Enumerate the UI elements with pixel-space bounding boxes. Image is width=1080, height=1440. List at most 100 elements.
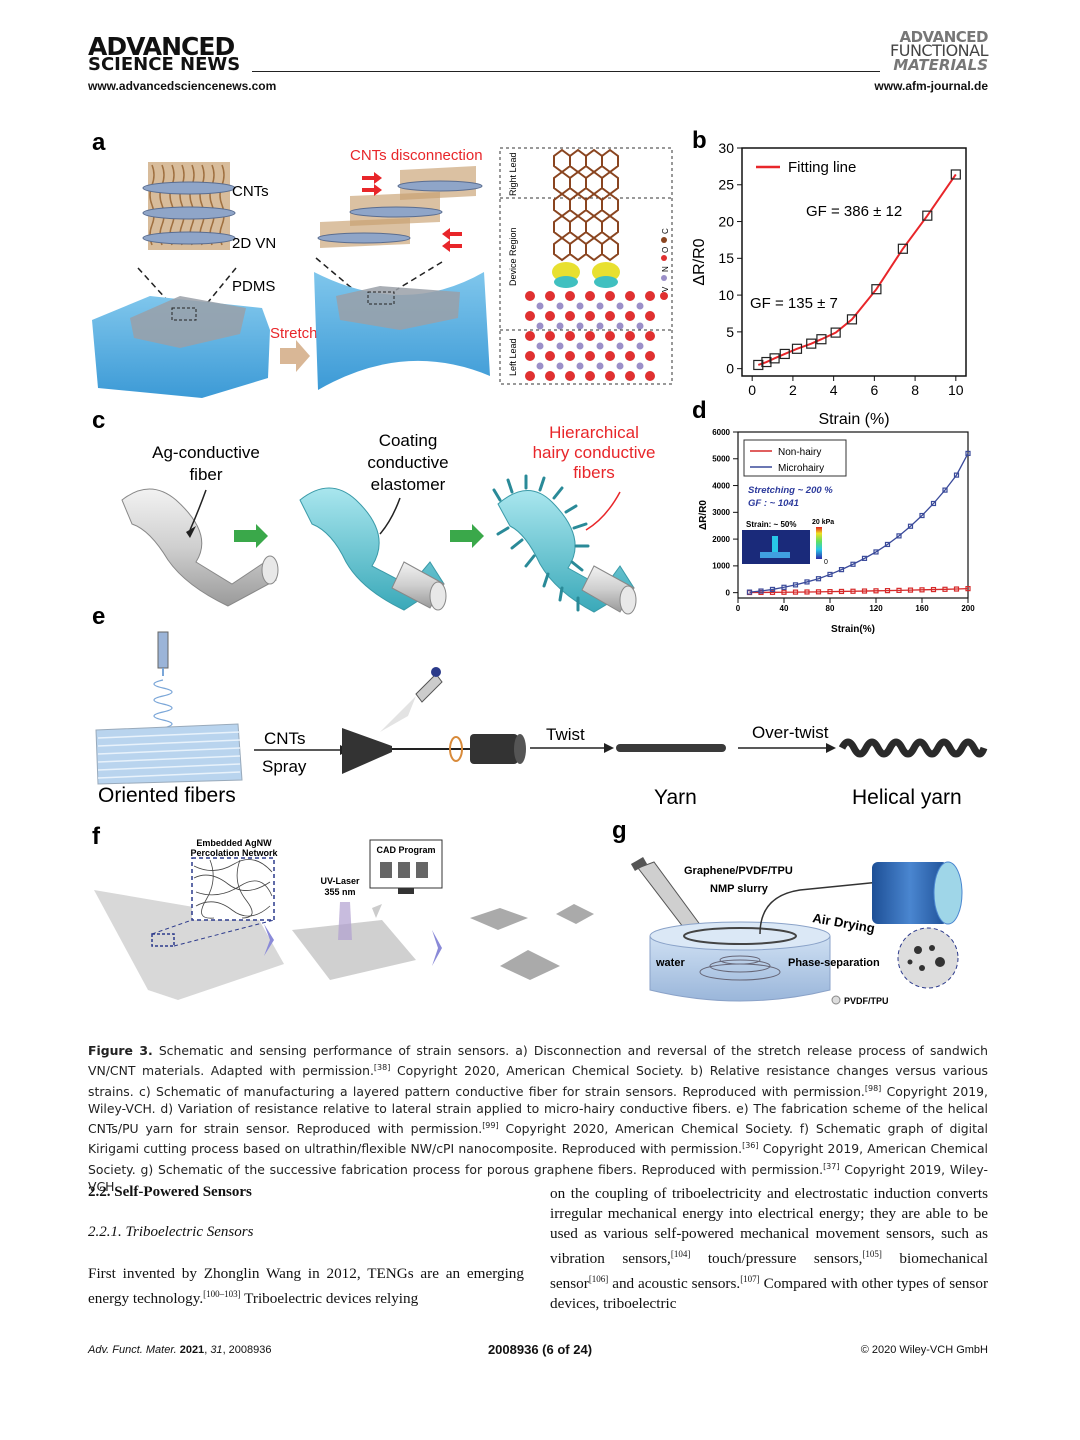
caption-ref-3[interactable]: [99] bbox=[482, 1121, 499, 1131]
x-tick-label: 4 bbox=[830, 382, 838, 398]
data-point bbox=[897, 243, 908, 254]
panel-label-d: d bbox=[692, 397, 707, 424]
y-tick-label: 20 bbox=[718, 213, 734, 229]
colorbar-max: 20 kPa bbox=[812, 519, 834, 526]
c-step2-line1: Coating bbox=[379, 431, 438, 450]
data-point bbox=[896, 587, 902, 593]
body-right-ref3[interactable]: [106] bbox=[588, 1274, 609, 1285]
legend-label: Non-hairy bbox=[778, 447, 821, 458]
body-right-4: and acoustic sensors. bbox=[608, 1275, 741, 1293]
journal-logo-line2: SCIENCE NEWS bbox=[88, 54, 241, 75]
c-step1-line1: Ag-conductive bbox=[152, 443, 260, 462]
publisher-url[interactable]: www.advancedsciencenews.com bbox=[88, 79, 277, 93]
data-point bbox=[942, 487, 948, 493]
chart-frame bbox=[741, 147, 967, 377]
data-point bbox=[758, 588, 764, 594]
data-point bbox=[792, 589, 799, 595]
data-point bbox=[830, 327, 841, 338]
body-right-ref4[interactable]: [107] bbox=[740, 1274, 760, 1285]
header-rule bbox=[252, 71, 880, 72]
data-point bbox=[806, 338, 817, 349]
afm-line1: ADVANCED bbox=[899, 28, 988, 46]
caption-text-5: Copyright 2019, American Chemical Societ… bbox=[88, 1141, 988, 1177]
data-point bbox=[838, 588, 845, 595]
pdms-substrate-right bbox=[314, 272, 490, 390]
atom-legend: V N O C bbox=[660, 228, 670, 300]
yarn-image bbox=[616, 744, 726, 752]
data-point bbox=[838, 567, 845, 573]
body-right-ref1[interactable]: [104] bbox=[670, 1249, 691, 1259]
data-point bbox=[769, 353, 780, 364]
caption-text-4: Copyright 2020, American Chemical Societ… bbox=[88, 1121, 988, 1157]
caption-label: Figure 3. bbox=[88, 1043, 153, 1058]
body-left-ref[interactable]: [100–103] bbox=[203, 1289, 241, 1299]
c-step1-line2: fiber bbox=[189, 465, 222, 484]
data-point bbox=[769, 589, 776, 595]
caption-ref-4[interactable]: [36] bbox=[742, 1141, 759, 1151]
c-step2-line3: elastomer bbox=[371, 475, 446, 494]
section-heading: 2.2. Self-Powered Sensors bbox=[88, 1184, 252, 1200]
subsection-heading: 2.2.1. Triboelectric Sensors bbox=[88, 1224, 254, 1240]
f-label-uv-1: UV-Laser bbox=[320, 876, 360, 886]
e-label-over-twist: Over-twist bbox=[752, 723, 829, 742]
helical-yarn-image bbox=[838, 738, 988, 758]
caption-ref-1[interactable]: [38] bbox=[373, 1063, 391, 1073]
g-label-graphene: Graphene/PVDF/TPU bbox=[684, 865, 793, 877]
y-tick-label: 1000 bbox=[712, 562, 730, 571]
caption-text-3: Copyright 2019, Wiley-VCH. d) Variation … bbox=[88, 1083, 988, 1137]
x-axis-label: Strain (%) bbox=[818, 411, 889, 428]
spray-gun bbox=[380, 667, 443, 732]
data-point bbox=[861, 588, 868, 594]
y-tick-label: 25 bbox=[718, 177, 734, 193]
annotation-stretching: Stretching ~ 200 % bbox=[748, 485, 833, 496]
y-tick-label: 3000 bbox=[712, 508, 730, 517]
footer-copyright: © 2020 Wiley-VCH GmbH bbox=[860, 1344, 988, 1356]
inset-bump bbox=[772, 536, 778, 556]
inset-base bbox=[760, 552, 790, 558]
y-tick-label: 0 bbox=[726, 361, 734, 377]
x-tick-label: 6 bbox=[870, 382, 878, 398]
y-tick-label: 0 bbox=[726, 588, 731, 597]
journal-url[interactable]: www.afm-journal.de bbox=[874, 79, 988, 93]
y-tick-label: 10 bbox=[718, 287, 734, 303]
label-pdms: PDMS bbox=[232, 278, 275, 295]
data-point bbox=[846, 314, 858, 325]
panel-label-g: g bbox=[612, 817, 627, 844]
label-cnts: CNTs bbox=[232, 183, 269, 200]
e-label-yarn: Yarn bbox=[654, 786, 697, 809]
chart-frame bbox=[737, 431, 969, 599]
data-point bbox=[779, 348, 790, 360]
label-device-region: Device Region bbox=[508, 227, 518, 286]
data-point bbox=[769, 586, 776, 593]
c-step3-line2: hairy conductive bbox=[533, 443, 656, 462]
body-right-ref2[interactable]: [105] bbox=[862, 1249, 882, 1259]
caption-ref-2[interactable]: [98] bbox=[864, 1083, 882, 1093]
g-label-pvdf-tpu: PVDF/TPU bbox=[844, 996, 889, 1006]
ag-fiber bbox=[121, 488, 279, 607]
series-line-1 bbox=[757, 173, 957, 366]
c-arrow-2 bbox=[450, 524, 484, 548]
data-point bbox=[804, 579, 810, 585]
x-tick-label: 160 bbox=[915, 604, 929, 613]
citation-volume: 31 bbox=[210, 1344, 223, 1356]
caption-text-1: Schematic and sensing performance of str… bbox=[88, 1043, 988, 1079]
figure-caption: Figure 3. Schematic and sensing performa… bbox=[88, 1042, 988, 1195]
x-tick-label: 80 bbox=[826, 604, 835, 613]
x-tick-label: 40 bbox=[780, 604, 789, 613]
journal-logo-line1: ADVANCED bbox=[88, 32, 235, 61]
wet-spinning-setup bbox=[630, 857, 963, 1005]
citation-id: , 2008936 bbox=[222, 1344, 272, 1356]
c-step3-line3: fibers bbox=[573, 463, 615, 482]
data-point bbox=[884, 588, 891, 594]
y-tick-label: 4000 bbox=[712, 481, 730, 490]
x-tick-label: 0 bbox=[748, 382, 756, 398]
data-point bbox=[873, 549, 879, 555]
caption-ref-5[interactable]: [37] bbox=[823, 1161, 840, 1171]
data-point bbox=[815, 589, 822, 595]
annotation-gf-386: GF = 386 ± 12 bbox=[806, 203, 902, 220]
y-axis-label: ΔR/R0 bbox=[698, 500, 709, 530]
kirigami-process bbox=[94, 839, 594, 1000]
label-right-lead: Right Lead bbox=[508, 152, 518, 196]
panel-label-c: c bbox=[92, 407, 105, 434]
y-tick-label: 30 bbox=[718, 140, 734, 156]
